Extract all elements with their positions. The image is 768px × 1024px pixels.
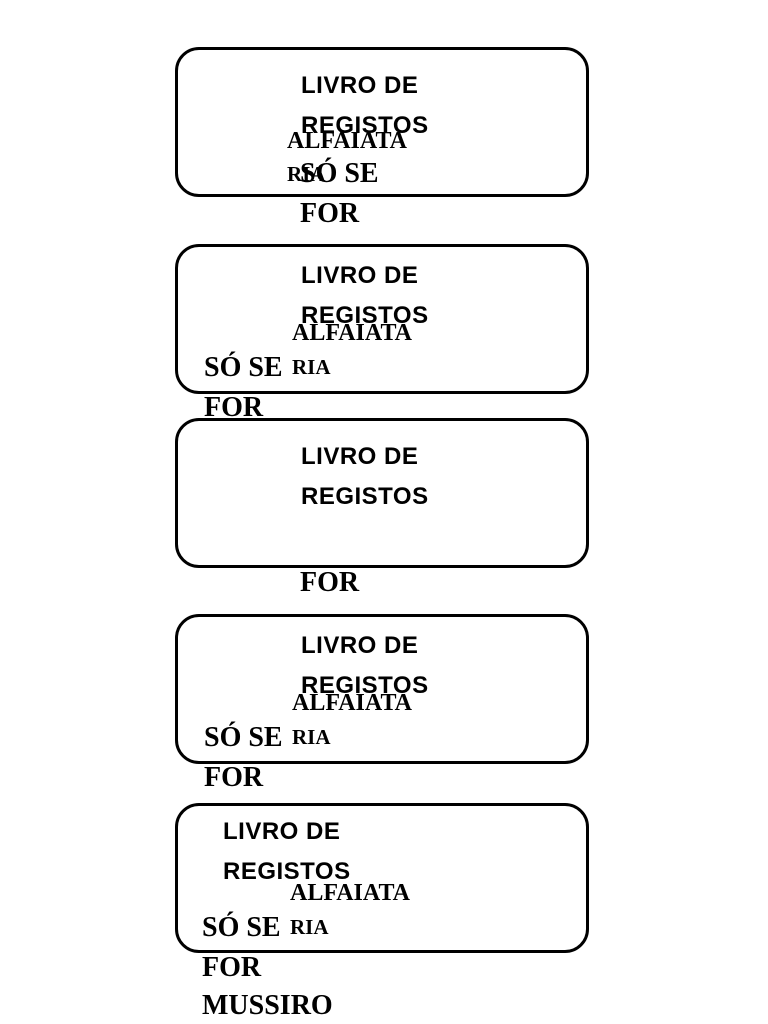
card-3-title-line1: LIVRO DE (301, 443, 419, 470)
card-1-title-line2: REGISTOS (301, 112, 429, 139)
label-card-2 (175, 244, 589, 394)
card-1-word-line2: RIA (287, 162, 326, 186)
card-2-title-line1: LIVRO DE (301, 262, 419, 289)
card-5-word-line1: ALFAIATA (290, 880, 410, 906)
card-2-title-line2: REGISTOS (301, 302, 429, 329)
card-4-cond-line2: FOR (204, 762, 264, 793)
card-5-cond-line1: SÓ SE (202, 912, 281, 943)
card-5-cond-line2: FOR (202, 952, 262, 983)
card-4-cond-line1: SÓ SE (204, 722, 283, 753)
card-1-cond-line2: FOR (300, 198, 360, 229)
card-4-word-line1: ALFAIATA (292, 690, 412, 716)
card-3-cond-line2: FOR (300, 567, 360, 598)
card-2-word-line2: RIA (292, 355, 331, 379)
card-5-title-line1: LIVRO DE (223, 818, 341, 845)
label-card-3 (175, 418, 589, 568)
card-5-word-line2: RIA (290, 915, 329, 939)
card-1-title-line1: LIVRO DE (301, 72, 419, 99)
card-3-title-line2: REGISTOS (301, 483, 429, 510)
card-5-title-line2: REGISTOS (223, 858, 351, 885)
card-4-title-line2: REGISTOS (301, 672, 429, 699)
card-2-cond-line2: FOR (204, 392, 264, 423)
card-1-cond-line1: SÓ SE (300, 158, 379, 189)
card-5-cond-line3: MUSSIRO (202, 990, 333, 1021)
card-4-title-line1: LIVRO DE (301, 632, 419, 659)
card-1-word-line1: ALFAIATA (287, 128, 407, 154)
label-card-4 (175, 614, 589, 764)
card-2-cond-line1: SÓ SE (204, 352, 283, 383)
card-4-word-line2: RIA (292, 725, 331, 749)
label-card-1 (175, 47, 589, 197)
card-2-word-line1: ALFAIATA (292, 320, 412, 346)
label-card-5 (175, 803, 589, 953)
